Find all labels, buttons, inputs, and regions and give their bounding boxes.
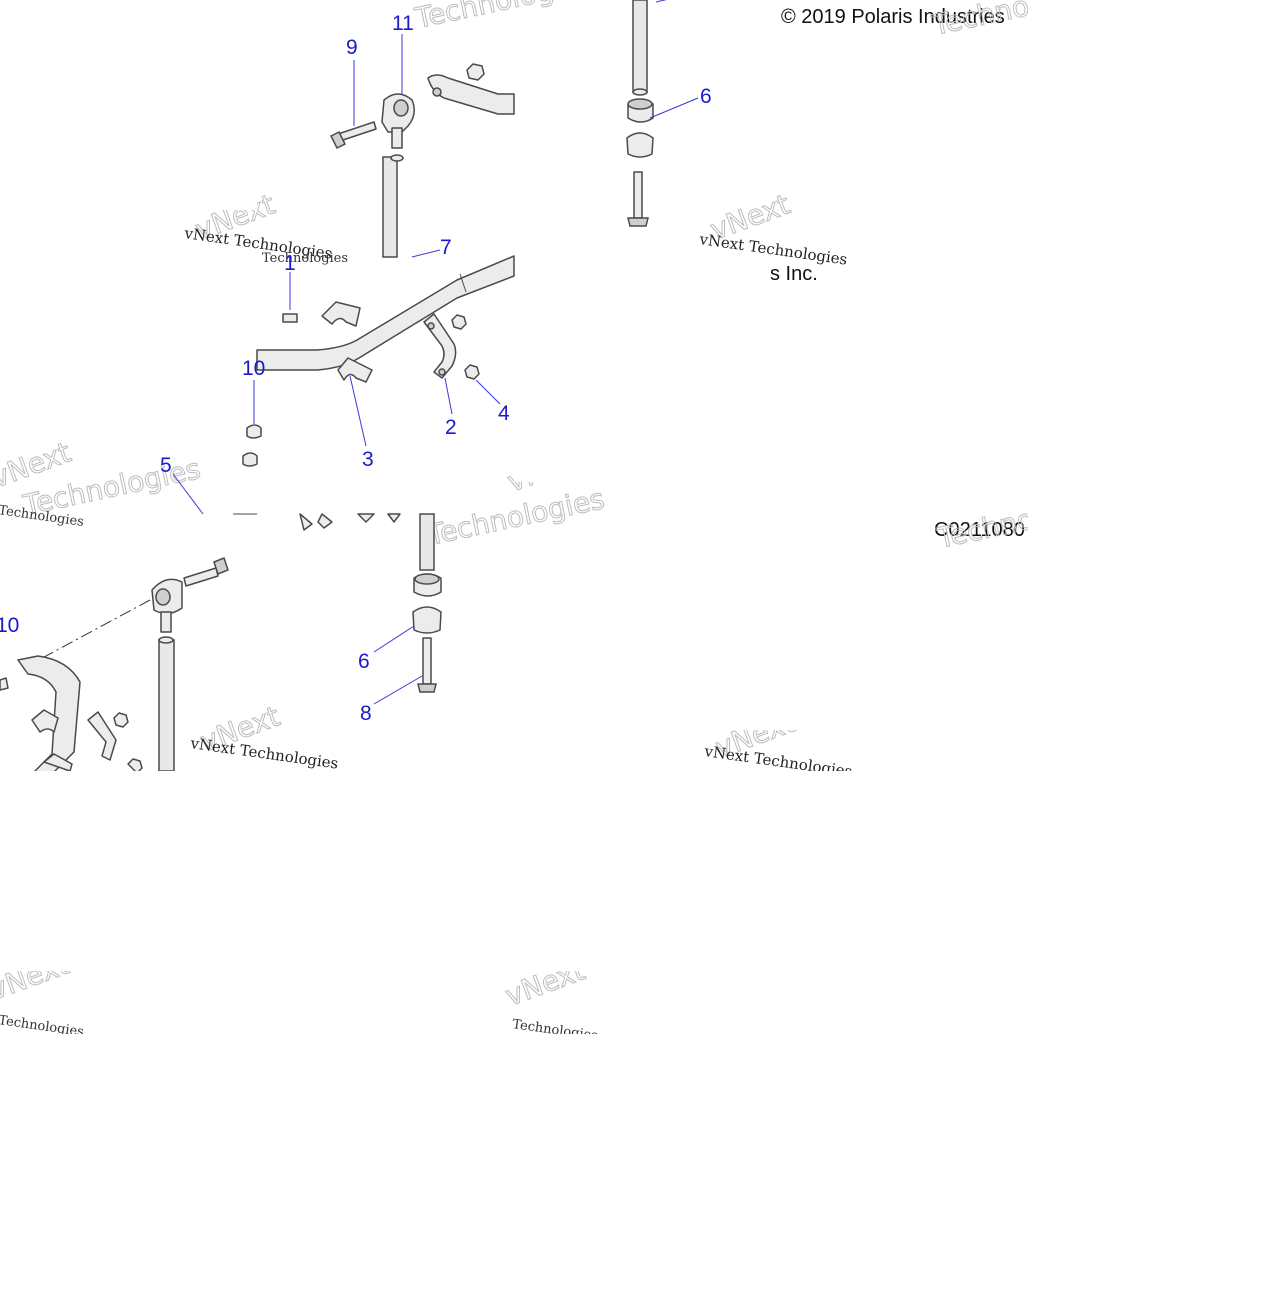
callout-6-bottom: 6 (358, 650, 370, 673)
nut-4 (127, 758, 143, 774)
nut-4 (464, 364, 480, 380)
bolt-9-head (213, 557, 229, 575)
diagram-code: C0211080 (934, 519, 1025, 541)
nut (466, 63, 485, 81)
bracket-hole (438, 368, 446, 376)
leader-8 (373, 675, 423, 705)
leader-4 (475, 379, 501, 405)
bar-end (0, 677, 9, 691)
rod-end-cap (632, 88, 648, 96)
leader-partial (655, 0, 667, 3)
callout-3: 3 (362, 448, 374, 471)
stabilizer-link-rod (632, 0, 648, 93)
tile-top-right: 6 © 2019 Polaris Industries Technologies… (626, 0, 1113, 285)
tile-mask (514, 560, 1028, 730)
callout-6-top: 6 (700, 85, 712, 108)
bracket-2 (423, 313, 457, 379)
callout-9: 9 (346, 36, 358, 59)
callout-10-left: 10 (0, 614, 19, 637)
watermark-text: Technologies (412, 0, 596, 35)
leader-6 (649, 97, 699, 119)
callout-5: 5 (160, 454, 172, 477)
leader-3 (349, 375, 367, 447)
stabilizer-bar-arm (427, 74, 515, 115)
nut-4 (451, 314, 467, 330)
fragment (357, 513, 375, 523)
leader-7 (411, 249, 441, 258)
nut-10 (246, 424, 262, 439)
clamp-lower (43, 753, 73, 772)
ball-joint-eye (155, 588, 171, 606)
bolt-8 (422, 637, 432, 685)
ball-joint-eye (393, 99, 409, 117)
bar-seam (459, 273, 467, 293)
bushing-top (627, 98, 653, 110)
callout-10-mid: 10 (242, 357, 265, 380)
bolt-9 (183, 567, 219, 587)
bolt-9-head (329, 130, 347, 150)
copyright-text: © 2019 Polaris Industries (781, 6, 1005, 28)
link-stud (160, 611, 172, 633)
leader-6 (373, 625, 415, 653)
bushing-6-lower (412, 606, 442, 634)
bolt-1 (282, 313, 298, 323)
leader-5 (172, 473, 204, 515)
callout-1: 1 (284, 252, 296, 275)
rod-end-cap (390, 154, 404, 162)
callout-2: 2 (445, 416, 457, 439)
bolt-8 (633, 171, 643, 219)
nut-4 (113, 712, 129, 728)
fragment (299, 513, 313, 531)
stabilizer-link-rod (419, 513, 435, 571)
bolt-9 (337, 121, 377, 142)
tile-bottom-middle: 6 8 (299, 513, 442, 725)
tile-mask (0, 1034, 1285, 1285)
watermark-brand: vNext Technologies (188, 734, 339, 773)
callout-11: 11 (392, 12, 414, 35)
bolt-8-head (417, 683, 437, 693)
callout-4: 4 (498, 402, 510, 425)
stabilizer-link-rod (158, 639, 175, 772)
arm-hole (432, 87, 442, 97)
tile-mask (514, 292, 924, 482)
copyright-tail: s Inc. (770, 263, 818, 285)
rod-end-cap (158, 636, 174, 644)
clamp-upper (321, 301, 361, 327)
bracket-hole (427, 322, 435, 330)
assembly-centerline (19, 599, 151, 671)
nut-10 (242, 452, 258, 467)
stabilizer-link-rod (382, 156, 398, 258)
tile-mask (0, 771, 257, 971)
tile-middle: 7 Technologies 1 3 2 4 10 (242, 236, 515, 471)
callout-8: 8 (360, 702, 372, 725)
bracket-2 (87, 711, 117, 761)
callout-7: 7 (440, 236, 452, 259)
bushing-3 (337, 357, 373, 383)
bushing-6-lower (626, 132, 654, 158)
tile-mask (0, 0, 257, 210)
leader-2 (444, 377, 453, 415)
fragment (387, 513, 401, 523)
stabilizer-bar-7 (256, 255, 515, 371)
bolt-8-head (627, 217, 649, 227)
watermark-small: Technologies (262, 251, 348, 266)
bushing-top (414, 573, 440, 585)
fragment (317, 513, 333, 529)
bushing-3 (31, 709, 59, 733)
link-stud (391, 127, 403, 149)
tile-mask (257, 771, 1028, 971)
